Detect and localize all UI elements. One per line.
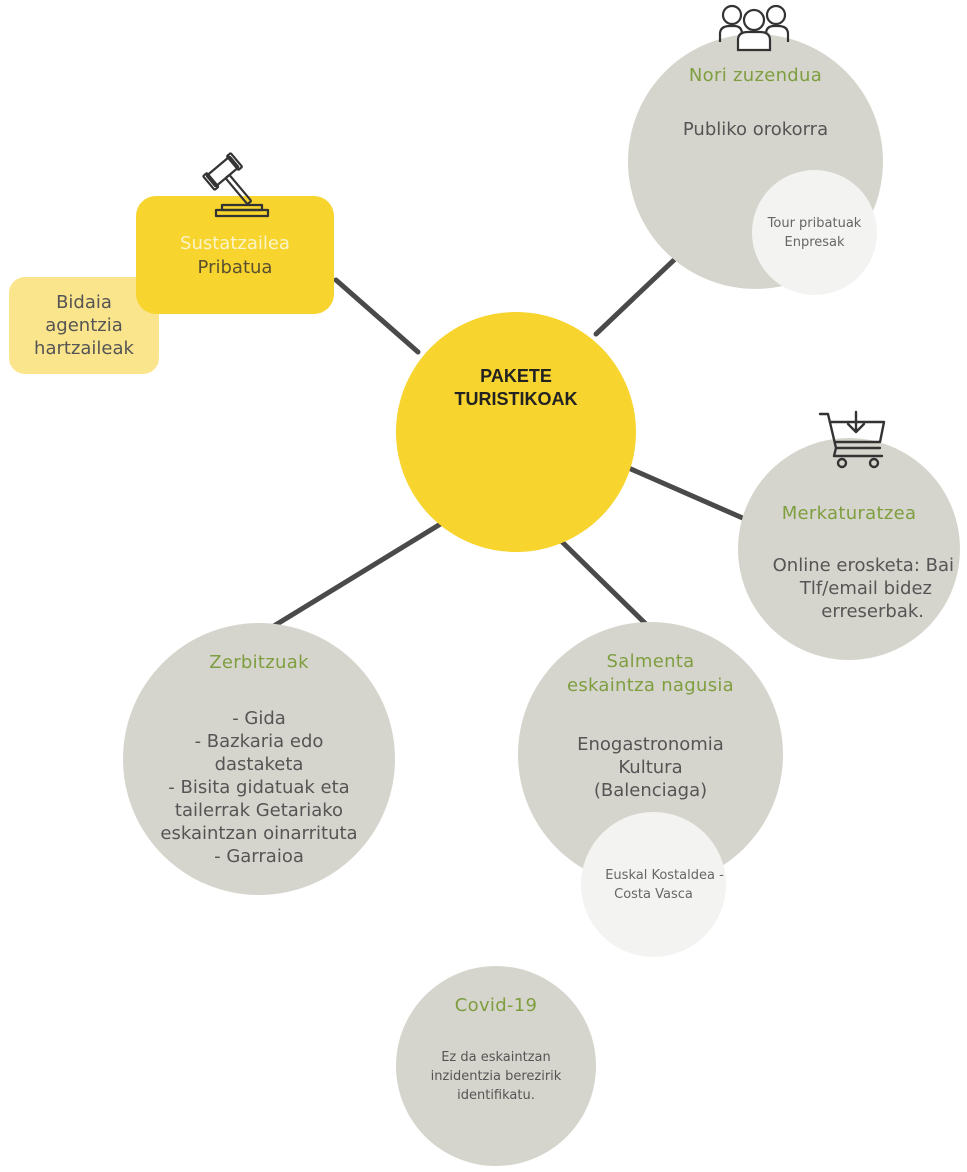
audience-value: Publiko orokorra xyxy=(682,119,829,140)
side-box-line: Bidaia xyxy=(56,292,112,313)
covid-lines: Ez da eskaintzan inzidentzia berezirik i… xyxy=(396,1048,596,1105)
services-circle: Zerbitzuak - Gida - Bazkaria edo dastake… xyxy=(123,623,395,895)
covid-line: Ez da eskaintzan xyxy=(441,1050,551,1065)
sales-title-line: eskaintza nagusia xyxy=(566,675,735,696)
connector-promoter xyxy=(333,277,421,355)
services-line: dastaketa xyxy=(214,754,304,775)
services-line: tailerrak Getariako xyxy=(174,800,344,821)
connector-marketing xyxy=(621,463,757,526)
sales-title-line: Salmenta xyxy=(606,651,695,672)
shopping-cart-icon xyxy=(818,410,886,469)
sales-title: Salmenta eskaintza nagusia xyxy=(518,650,783,698)
services-title: Zerbitzuak xyxy=(209,652,309,673)
promoter-box: Sustatzailea Pribatua xyxy=(136,196,334,314)
services-line: - Bisita gidatuak eta xyxy=(168,777,350,798)
audience-title: Nori zuzendua xyxy=(688,65,823,86)
sales-line: Kultura xyxy=(618,757,683,778)
audience-sub-line: Enpresak xyxy=(784,234,845,250)
services-line: - Garraioa xyxy=(214,846,304,867)
marketing-circle: Merkaturatzea Online erosketa: Bai Tlf/e… xyxy=(738,438,960,660)
audience-sub-line: Tour pribatuak xyxy=(767,215,862,231)
center-title-line2: TURISTIKOAK xyxy=(454,389,578,409)
promoter-side-box: Bidaia agentzia hartzaileak xyxy=(9,277,159,374)
covid-line: inzidentzia berezirik xyxy=(430,1069,562,1084)
side-box-line: hartzaileak xyxy=(34,338,134,359)
marketing-line: erreserbak. xyxy=(821,601,924,622)
center-circle: PAKETE TURISTIKOAK xyxy=(396,312,636,552)
marketing-line: Online erosketa: Bai xyxy=(772,555,954,576)
sales-sub-circle: Euskal Kostaldea - Costa Vasca xyxy=(581,812,726,957)
promoter-title: Sustatzailea xyxy=(180,233,290,254)
covid-title: Covid-19 xyxy=(454,995,538,1016)
covid-line: identifikatu. xyxy=(457,1088,535,1103)
sales-line: (Balenciaga) xyxy=(593,780,708,801)
side-box-line: agentzia xyxy=(45,315,123,336)
connector-audience xyxy=(593,255,679,337)
services-line: eskaintzan oinarrituta xyxy=(160,823,358,844)
connector-services xyxy=(261,517,450,635)
connector-sales xyxy=(550,530,657,635)
sales-sub-line: Euskal Kostaldea - xyxy=(605,867,724,883)
people-group-icon xyxy=(718,4,790,52)
center-title-line1: PAKETE xyxy=(480,366,552,386)
marketing-title: Merkaturatzea xyxy=(781,503,917,524)
sales-sub-line: Costa Vasca xyxy=(614,886,693,902)
covid-circle: Covid-19 Ez da eskaintzan inzidentzia be… xyxy=(396,966,596,1166)
sales-lines: Enogastronomia Kultura (Balenciaga) xyxy=(518,733,783,802)
services-line: - Gida xyxy=(232,708,286,729)
marketing-lines: Online erosketa: Bai Tlf/email bidez err… xyxy=(698,554,960,623)
marketing-line: Tlf/email bidez xyxy=(799,578,932,599)
services-line: - Bazkaria edo xyxy=(194,731,324,752)
promoter-value: Pribatua xyxy=(197,257,273,278)
sales-line: Enogastronomia xyxy=(577,734,724,755)
audience-sub-circle: Tour pribatuak Enpresak xyxy=(752,170,877,295)
gavel-icon xyxy=(202,152,270,218)
services-lines: - Gida - Bazkaria edo dastaketa - Bisita… xyxy=(123,707,395,868)
